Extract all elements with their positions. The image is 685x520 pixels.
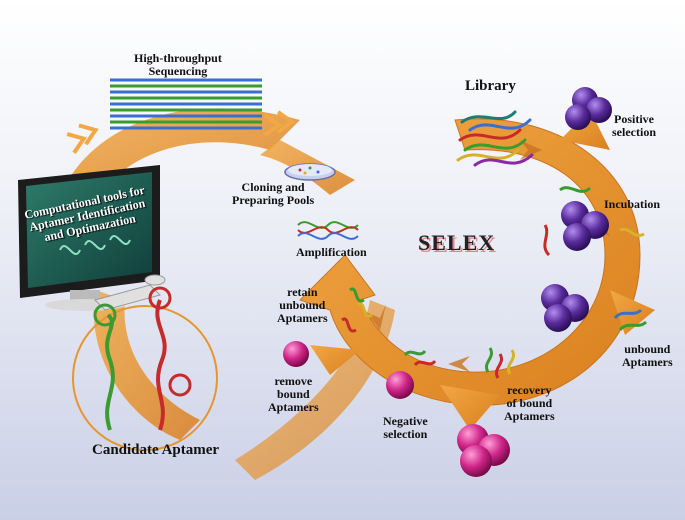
library-strands — [456, 110, 534, 167]
selex-title: SELEX — [418, 230, 496, 255]
petri-dish — [284, 163, 336, 181]
positive-selection-label: Positive selection — [612, 112, 656, 139]
incubation-label: Incubation — [604, 197, 661, 211]
remove-bead — [283, 341, 309, 367]
candidate-aptamer-label: Candidate Aptamer — [92, 442, 220, 458]
ring-pink-beads — [386, 349, 437, 399]
computer-monitor-icon — [18, 165, 160, 311]
retain-unbound-label: retain unbound Aptamers — [277, 285, 328, 325]
negative-beads — [457, 424, 510, 477]
negative-selection-label: Negative selection — [383, 414, 428, 441]
sequencing-label: High-throughput Sequencing — [134, 51, 222, 78]
sequencing-reads — [110, 78, 262, 130]
keyboard-icon — [94, 274, 166, 311]
retain-strands — [341, 287, 373, 333]
cloning-label: Cloning and Preparing Pools — [232, 180, 315, 207]
recovery-label: recovery of bound Aptamers — [504, 383, 555, 423]
amplification-dna — [297, 221, 359, 240]
amplification-label: Amplification — [296, 245, 367, 259]
incubation-beads — [543, 186, 645, 257]
library-label: Library — [465, 78, 516, 94]
recovered-strands — [485, 347, 515, 379]
unbound-aptamers-label: unbound Aptamers — [622, 342, 673, 369]
remove-bound-label: remove bound Aptamers — [268, 374, 319, 414]
positive-beads — [565, 87, 612, 130]
candidate-aptamer-figure — [72, 286, 218, 451]
bound-beads — [541, 284, 648, 332]
